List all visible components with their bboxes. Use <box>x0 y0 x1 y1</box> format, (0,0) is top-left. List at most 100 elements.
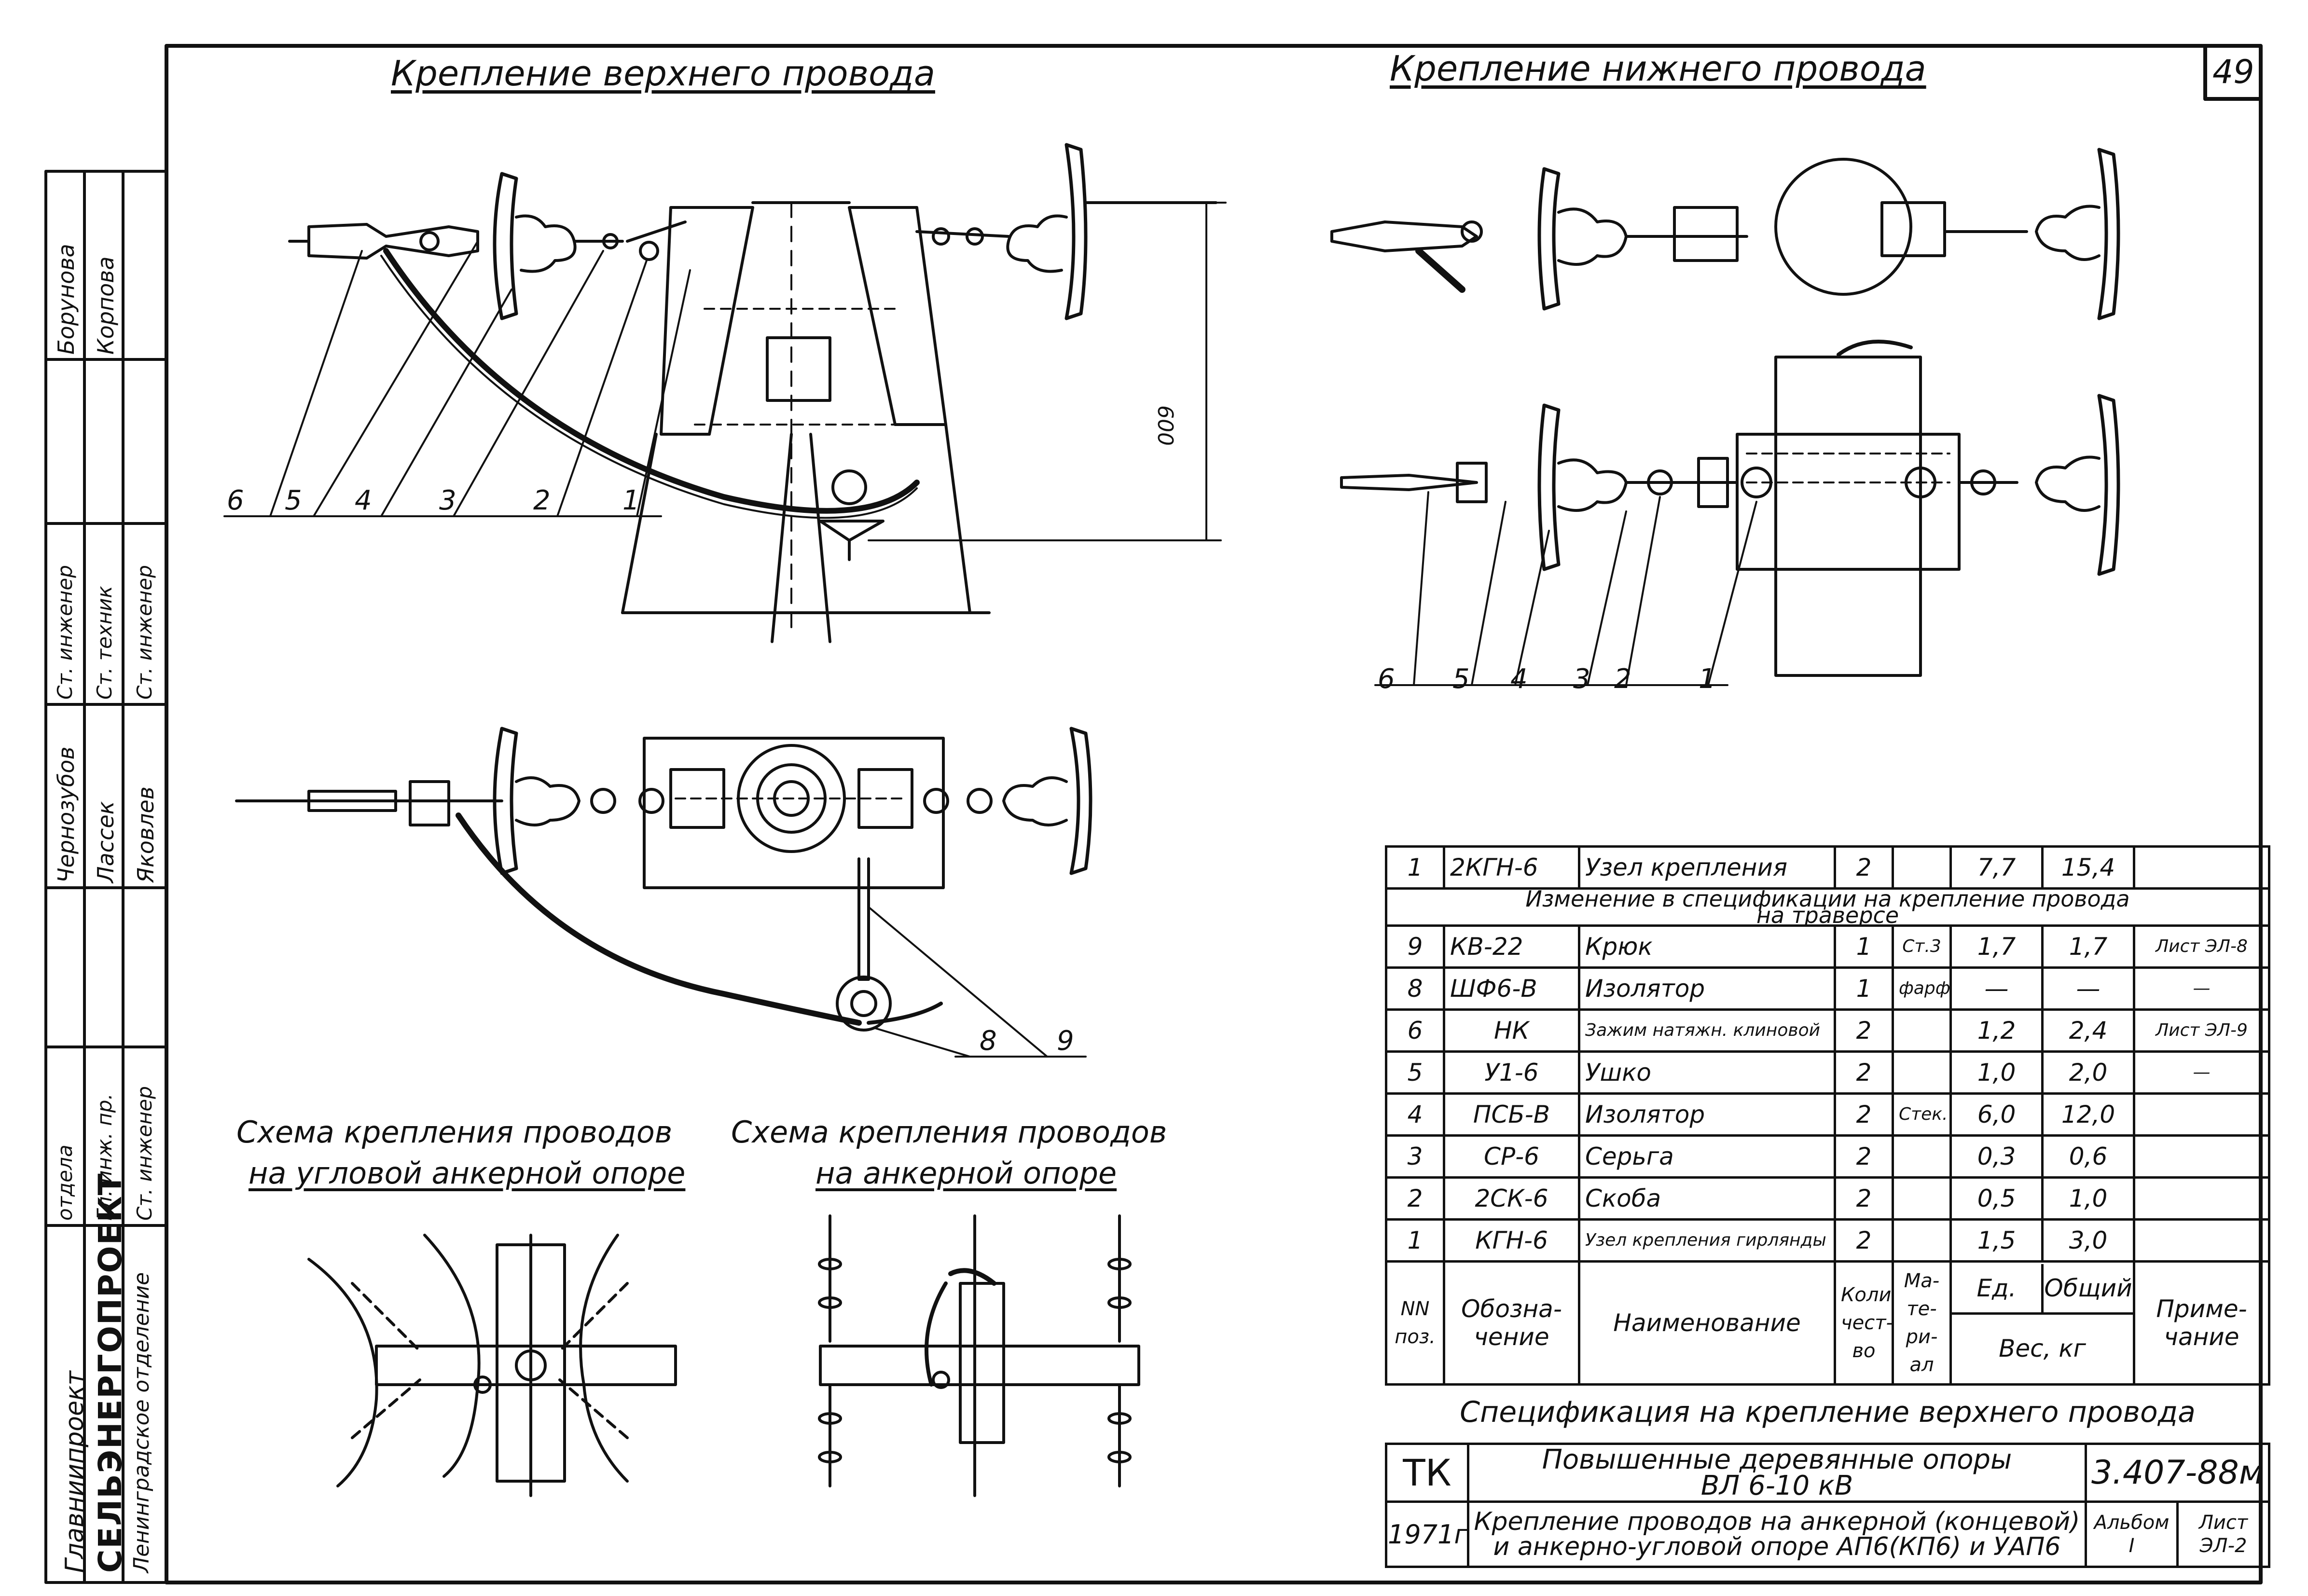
cell: — <box>2041 966 2135 1011</box>
cell: 1,7 <box>1949 924 2044 969</box>
stamp-code: 3.407-88м <box>2084 1443 2271 1503</box>
caption-row: Спецификация на крепление верхнего прово… <box>1386 1383 2269 1439</box>
cell: 2 <box>1834 1134 1894 1179</box>
cell <box>2133 1134 2270 1179</box>
cell: 1 <box>1385 1218 1445 1263</box>
lower-wire-top-view <box>1330 148 2120 320</box>
cell: — <box>2133 966 2270 1011</box>
cell: — <box>1949 966 2044 1011</box>
header-note: Приме-чание <box>2133 1260 2270 1386</box>
upper-callout-6: 6 <box>227 485 244 516</box>
scheme-anchor-title-1: Схема крепления проводов <box>731 1114 1167 1150</box>
header-weight-group: Ед. Общий Вес, кг <box>1949 1260 2135 1386</box>
role-st-engineer-1: Ст. инженер <box>133 1086 156 1221</box>
cell: фарф <box>1892 966 1952 1011</box>
scheme-corner-title-2: на угловой анкерной опоре <box>249 1156 686 1191</box>
cell: 1 <box>1834 924 1894 969</box>
cell: 2 <box>1834 1050 1894 1095</box>
table-row: 4 ПСБ-В Изолятор 2 Стек. 6,0 12,0 <box>1385 1092 2270 1137</box>
cell: — <box>2133 1050 2270 1095</box>
role-otdela: отдела <box>53 1144 77 1221</box>
cell: Лист ЭЛ-9 <box>2133 1008 2270 1053</box>
cell: 1,0 <box>1949 1050 2044 1095</box>
lower-callout-4: 4 <box>1510 663 1528 695</box>
role-st-engineer-2: Ст. инженер <box>53 565 77 700</box>
header-designation: Обозна-чение <box>1443 1260 1580 1386</box>
dimension-600: 600 <box>1153 405 1177 446</box>
sheet-number: 49 <box>2212 53 2254 91</box>
cell: КГН-6 <box>1443 1218 1580 1263</box>
cell: Лист ЭЛ-8 <box>2133 924 2270 969</box>
upper-callout-1: 1 <box>622 485 640 516</box>
cell: 6 <box>1385 1008 1445 1053</box>
cell <box>2133 1218 2270 1263</box>
cell: 1 <box>1385 845 1445 890</box>
lower-wire-pole-view <box>1340 340 2120 686</box>
table-header-row: NN поз. Обозна-чение Наименование Коли-ч… <box>1385 1260 2270 1386</box>
cell: Зажим натяжн. клиновой <box>1578 1008 1836 1053</box>
table-row: 2 2СК-6 Скоба 2 0,5 1,0 <box>1385 1176 2270 1221</box>
cell: ПСБ-В <box>1443 1092 1580 1137</box>
org-selenergoproekt: СЕЛЬЭНЕРГОПРОЕКТ <box>92 1172 129 1573</box>
change-note-row: Изменение в спецификации на крепление пр… <box>1385 887 2270 927</box>
cell: 0,6 <box>2041 1134 2135 1179</box>
lower-wire-title: Крепление нижнего провода <box>1390 48 1926 89</box>
table-row: 1 2КГН-6 Узел крепления 2 7,7 15,4 <box>1385 845 2270 890</box>
lower-callout-1: 1 <box>1699 663 1716 695</box>
name-korpova: Корпова <box>93 256 119 355</box>
stamp-year: 1971г <box>1385 1500 1469 1568</box>
anchor-scheme <box>818 1214 1140 1497</box>
cell: 4 <box>1385 1092 1445 1137</box>
cell: 15,4 <box>2041 845 2135 890</box>
cell: 0,5 <box>1949 1176 2044 1221</box>
cell: Изолятор <box>1578 1092 1836 1137</box>
cell: 1,2 <box>1949 1008 2044 1053</box>
stamp-title-block-1: Повышенные деревянные опоры ВЛ 6-10 кВ <box>1467 1443 2087 1503</box>
org-glavniiproekt: Главниипроект <box>60 1371 89 1573</box>
cell <box>1892 1008 1952 1053</box>
title-stamp: ТК Повышенные деревянные опоры ВЛ 6-10 к… <box>1385 1443 2271 1568</box>
role-st-technician: Ст. техник <box>93 586 116 700</box>
name-lassek: Лассек <box>93 801 119 883</box>
cell <box>1892 1218 1952 1263</box>
name-borunova: Борунова <box>53 244 79 355</box>
left-margin-block <box>44 170 168 1584</box>
table-row: 6 НК Зажим натяжн. клиновой 2 1,2 2,4 Ли… <box>1385 1008 2270 1053</box>
cell: 7,7 <box>1949 845 2044 890</box>
cell: Узел крепления гирлянды <box>1578 1218 1836 1263</box>
plan-callout-9: 9 <box>1057 1025 1074 1057</box>
stamp-sheet-label: Лист <box>2198 1512 2248 1534</box>
cell: Ст.3 <box>1892 924 1952 969</box>
stamp-album: Альбом I <box>2085 1500 2179 1568</box>
stamp-title-2: ВЛ 6-10 кВ <box>1700 1470 1853 1501</box>
cell: Серьга <box>1578 1134 1836 1179</box>
cell <box>1892 1050 1952 1095</box>
cell: 1,0 <box>2041 1176 2135 1221</box>
corner-anchor-scheme <box>307 1234 677 1497</box>
cell <box>2133 845 2270 890</box>
upper-wire-plan-view <box>235 727 1092 1058</box>
scheme-anchor-title-2: на анкерной опоре <box>815 1156 1117 1191</box>
header-material: Ма-те-ри-ал <box>1892 1260 1952 1386</box>
stamp-title-block-2: Крепление проводов на анкерной (концевой… <box>1467 1500 2087 1568</box>
cell <box>1892 1134 1952 1179</box>
cell: 8 <box>1385 966 1445 1011</box>
lower-callout-3: 3 <box>1573 663 1590 695</box>
cell: 3,0 <box>2041 1218 2135 1263</box>
header-total: Общий <box>2044 1274 2132 1302</box>
cell: 2СК-6 <box>1443 1176 1580 1221</box>
cell: 0,3 <box>1949 1134 2044 1179</box>
cell: 6,0 <box>1949 1092 2044 1137</box>
lower-callout-2: 2 <box>1614 663 1631 695</box>
stamp-album-label: Альбом <box>2094 1512 2170 1534</box>
cell: 2,0 <box>2041 1050 2135 1095</box>
stamp-title-4: и анкерно-угловой опоре АП6(КП6) и УАП6 <box>1493 1532 2061 1561</box>
cell: НК <box>1443 1008 1580 1053</box>
cell: 2 <box>1385 1176 1445 1221</box>
lower-callout-6: 6 <box>1378 663 1395 695</box>
upper-callout-2: 2 <box>533 485 551 516</box>
cell <box>2133 1176 2270 1221</box>
spec-caption: Спецификация на крепление верхнего прово… <box>1386 1383 2269 1439</box>
cell: 12,0 <box>2041 1092 2135 1137</box>
